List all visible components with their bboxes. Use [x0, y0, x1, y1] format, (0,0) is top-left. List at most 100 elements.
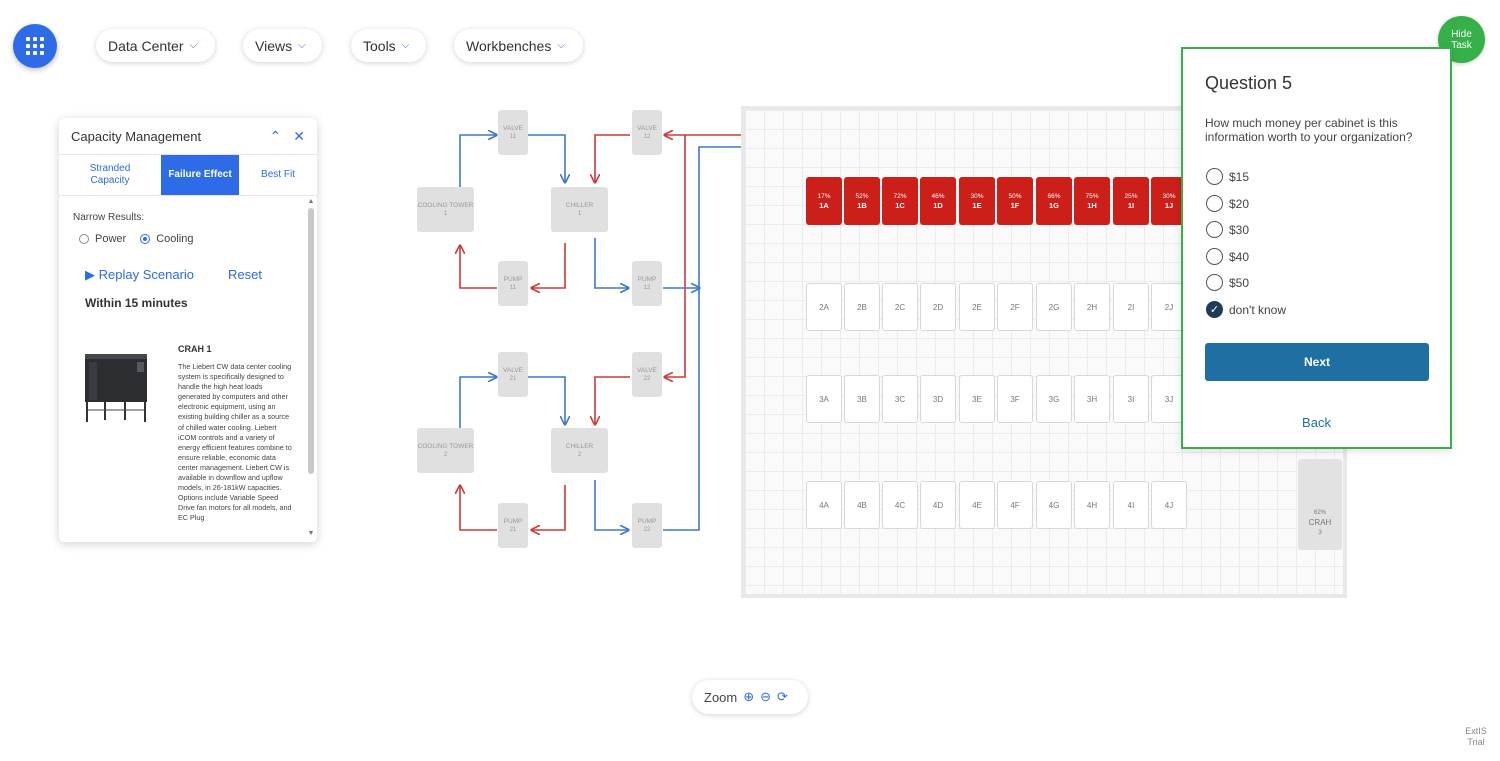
cooling-radio[interactable]: Cooling: [140, 233, 194, 245]
rack-percent: 50%: [1008, 192, 1022, 200]
zoom-out-icon[interactable]: ⊖: [760, 689, 772, 704]
rack-3e[interactable]: 3E: [959, 375, 995, 423]
rack-1h[interactable]: 75%1H: [1074, 177, 1110, 225]
rack-3a[interactable]: 3A: [806, 375, 842, 423]
scroll-thumb[interactable]: [308, 208, 314, 474]
rack-2e[interactable]: 2E: [959, 283, 995, 331]
rack-4f[interactable]: 4F: [997, 481, 1033, 529]
option-dont-know[interactable]: ✓don't know: [1206, 301, 1286, 318]
data-center-menu[interactable]: Data Center ⌵: [96, 29, 215, 62]
radio-circle-icon: [1206, 274, 1223, 291]
scroll-down-icon[interactable]: ▼: [307, 530, 315, 537]
tab-stranded-capacity[interactable]: Stranded Capacity: [89, 163, 131, 186]
rack-2f[interactable]: 2F: [997, 283, 1033, 331]
rack-4j[interactable]: 4J: [1151, 481, 1187, 529]
rack-label: 3H: [1086, 394, 1098, 404]
rack-2d[interactable]: 2D: [920, 283, 956, 331]
crah-3-unit[interactable]: 62% CRAH 3: [1298, 459, 1342, 550]
rack-3g[interactable]: 3G: [1036, 375, 1072, 423]
option-20[interactable]: $20: [1206, 195, 1249, 212]
rack-1c[interactable]: 72%1C: [882, 177, 918, 225]
rack-3c[interactable]: 3C: [882, 375, 918, 423]
crah-description: The Liebert CW data center cooling syste…: [178, 362, 292, 523]
crah-3-number: 3: [1318, 530, 1322, 536]
rack-percent: 75%: [1085, 192, 1099, 200]
rack-3h[interactable]: 3H: [1074, 375, 1110, 423]
close-icon[interactable]: ✕: [293, 127, 305, 144]
views-menu[interactable]: Views ⌵: [243, 29, 322, 62]
rack-3f[interactable]: 3F: [997, 375, 1033, 423]
next-button[interactable]: Next: [1205, 343, 1429, 381]
valve-label: VALVE: [637, 366, 657, 374]
rack-1b[interactable]: 52%1B: [844, 177, 880, 225]
zoom-reset-icon[interactable]: ⟳: [777, 689, 788, 704]
rack-3b[interactable]: 3B: [844, 375, 880, 423]
rack-4e[interactable]: 4E: [959, 481, 995, 529]
back-link[interactable]: Back: [1302, 415, 1331, 430]
rack-4i[interactable]: 4I: [1113, 481, 1149, 529]
rack-1d[interactable]: 46%1D: [920, 177, 956, 225]
rack-4d[interactable]: 4D: [920, 481, 956, 529]
chevron-up-icon[interactable]: ⌃: [269, 127, 282, 144]
reset-button[interactable]: Reset: [228, 267, 262, 282]
option-50[interactable]: $50: [1206, 274, 1249, 291]
rack-3i[interactable]: 3I: [1113, 375, 1149, 423]
zoom-label: Zoom: [704, 689, 738, 705]
replay-scenario-button[interactable]: ▶ Replay Scenario: [85, 267, 194, 283]
scroll-up-icon[interactable]: ▲: [307, 198, 315, 205]
rack-4a[interactable]: 4A: [806, 481, 842, 529]
pump-number: 21: [509, 526, 517, 533]
cooling-tower-label: COOLING TOWER: [417, 442, 474, 450]
option-40[interactable]: $40: [1206, 248, 1249, 265]
rack-2i[interactable]: 2I: [1113, 283, 1149, 331]
rack-label: 1J: [1164, 200, 1174, 210]
rack-2h[interactable]: 2H: [1074, 283, 1110, 331]
rack-2c[interactable]: 2C: [882, 283, 918, 331]
option-30[interactable]: $30: [1206, 221, 1249, 238]
rack-4h[interactable]: 4H: [1074, 481, 1110, 529]
tab-failure-effect[interactable]: Failure Effect: [161, 155, 239, 195]
rack-2b[interactable]: 2B: [844, 283, 880, 331]
rack-4c[interactable]: 4C: [882, 481, 918, 529]
tab-best-fit[interactable]: Best Fit: [261, 169, 295, 180]
power-radio-label: Power: [95, 233, 127, 245]
rack-1a[interactable]: 17%1A: [806, 177, 842, 225]
valve-label: VALVE: [637, 124, 657, 132]
rack-percent: 30%: [1162, 192, 1176, 200]
cooling-tower-label: COOLING TOWER: [417, 201, 474, 209]
tools-menu[interactable]: Tools ⌵: [351, 29, 426, 62]
rack-4g[interactable]: 4G: [1036, 481, 1072, 529]
rack-1g[interactable]: 66%1G: [1036, 177, 1072, 225]
rack-label: 3I: [1127, 394, 1135, 404]
rack-1e[interactable]: 30%1E: [959, 177, 995, 225]
rack-percent: 72%: [893, 192, 907, 200]
option-15[interactable]: $15: [1206, 168, 1249, 185]
time-window-label: Within 15 minutes: [85, 296, 188, 310]
power-radio[interactable]: Power: [79, 233, 126, 245]
rack-1i[interactable]: 25%1I: [1113, 177, 1149, 225]
rack-2g[interactable]: 2G: [1036, 283, 1072, 331]
zoom-in-icon[interactable]: ⊕: [743, 689, 755, 704]
rack-label: 3E: [972, 394, 982, 404]
question-card: Question 5 How much money per cabinet is…: [1181, 47, 1452, 449]
workbenches-menu[interactable]: Workbenches ⌵: [454, 29, 583, 62]
apps-menu-button[interactable]: [13, 24, 57, 68]
panel-scrollbar[interactable]: ▲ ▼: [307, 198, 315, 538]
rack-1f[interactable]: 50%1F: [997, 177, 1033, 225]
rack-3d[interactable]: 3D: [920, 375, 956, 423]
rack-label: 2A: [819, 302, 829, 312]
rack-2a[interactable]: 2A: [806, 283, 842, 331]
rack-4b[interactable]: 4B: [844, 481, 880, 529]
